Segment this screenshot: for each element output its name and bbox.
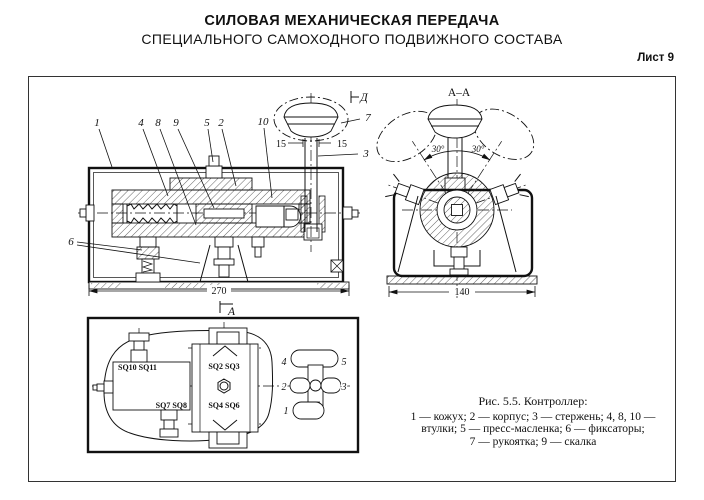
- bottom-fitting-aa: [449, 246, 469, 276]
- center-block: [191, 343, 259, 433]
- callout-7: 7: [365, 112, 371, 124]
- view-mark-label: Д: [359, 92, 368, 104]
- gate-pos-5: 5: [342, 357, 347, 368]
- figure-caption: Рис. 5.5. Контроллер: 1 — кожух; 2 — кор…: [394, 395, 672, 448]
- dim-140: 140: [388, 286, 536, 298]
- callout-8: 8: [155, 117, 161, 129]
- caption-line3: 7 — рукоятка; 9 — скалка: [469, 435, 597, 448]
- base-plate-aa: [386, 275, 538, 285]
- drawing-frame: [28, 76, 676, 482]
- gate-pos-4: 4: [282, 357, 287, 368]
- section-mark-label: А: [227, 306, 236, 318]
- top-left-fitting: [128, 332, 150, 363]
- center-bottom-fitting: [208, 419, 248, 449]
- dim-270: 270: [88, 285, 350, 297]
- fixator-right: [489, 173, 529, 206]
- plan-view: SQ10 SQ11 SQ2 SQ3 SQ7 SQ8 SQ4 SQ6 4 5 2 …: [86, 316, 360, 454]
- callouts: 1 4 8 9 5 2 10 7 3 6: [68, 112, 371, 264]
- angle-right-label: 30°: [471, 144, 485, 154]
- callout-3: 3: [362, 148, 369, 160]
- caption-line1: 1 — кожух; 2 — корпус; 3 — стержень; 4, …: [410, 410, 656, 423]
- left-block: [112, 361, 191, 411]
- cam-lobes: [126, 203, 178, 224]
- dim-270-label: 270: [212, 286, 227, 297]
- bottom-left-fitting: [159, 409, 179, 438]
- bottom-fixator: [135, 236, 161, 283]
- dim-140-label: 140: [455, 287, 470, 298]
- center-top-fitting: [208, 327, 248, 357]
- swing-arc: [423, 150, 491, 161]
- caption-title: Рис. 5.5. Контроллер:: [478, 394, 588, 408]
- callout-2: 2: [218, 117, 224, 129]
- gate-diagram: [289, 349, 342, 420]
- left-nipple: [92, 380, 114, 394]
- section-mark-flag: [219, 301, 233, 313]
- sq-label-top-left: SQ10 SQ11: [118, 363, 157, 372]
- sq-label-top-center: SQ2 SQ3: [208, 362, 239, 371]
- plan-box: [86, 316, 360, 454]
- handle-knob: [283, 102, 339, 138]
- caption-line2: втулки; 5 — пресс-масленка; 6 — фиксатор…: [421, 423, 645, 435]
- sheet-title-line1: СИЛОВАЯ МЕХАНИЧЕСКАЯ ПЕРЕДАЧА: [204, 13, 500, 29]
- fixator-left: [385, 173, 425, 206]
- main-section-view: 15 15 Д 270 А 1 4 8: [68, 91, 371, 318]
- sq-label-bottom-left: SQ7 SQ8: [156, 401, 187, 410]
- sheet-title-line2: СПЕЦИАЛЬНОГО САМОХОДНОГО ПОДВИЖНОГО СОСТ…: [141, 31, 563, 47]
- callout-10: 10: [258, 116, 270, 128]
- callout-9: 9: [173, 117, 179, 129]
- angle-left-label: 30°: [431, 144, 445, 154]
- center-stand: [199, 236, 249, 283]
- sheet-number: Лист 9: [637, 52, 674, 64]
- section-aa-view: А–А 30° 30°: [376, 87, 538, 298]
- callout-1: 1: [94, 117, 100, 129]
- callout-5: 5: [204, 117, 210, 129]
- sq-label-bottom-center: SQ4 SQ6: [208, 401, 239, 410]
- view-mark-flag: [350, 91, 359, 103]
- section-aa-label: А–А: [448, 87, 471, 99]
- offset-right-label: 15: [337, 139, 347, 150]
- gate-pos-2: 2: [282, 382, 287, 393]
- gate-pos-3: 3: [341, 382, 347, 393]
- gate-pos-1: 1: [284, 406, 289, 417]
- offset-left-label: 15: [276, 139, 286, 150]
- grease-fitting: [205, 155, 223, 179]
- sheet-title: СИЛОВАЯ МЕХАНИЧЕСКАЯ ПЕРЕДАЧА СПЕЦИАЛЬНО…: [0, 12, 704, 48]
- callout-6: 6: [68, 236, 74, 248]
- knob-phantom-envelope: [273, 96, 349, 142]
- center-hex: [217, 378, 231, 394]
- callout-4: 4: [138, 117, 144, 129]
